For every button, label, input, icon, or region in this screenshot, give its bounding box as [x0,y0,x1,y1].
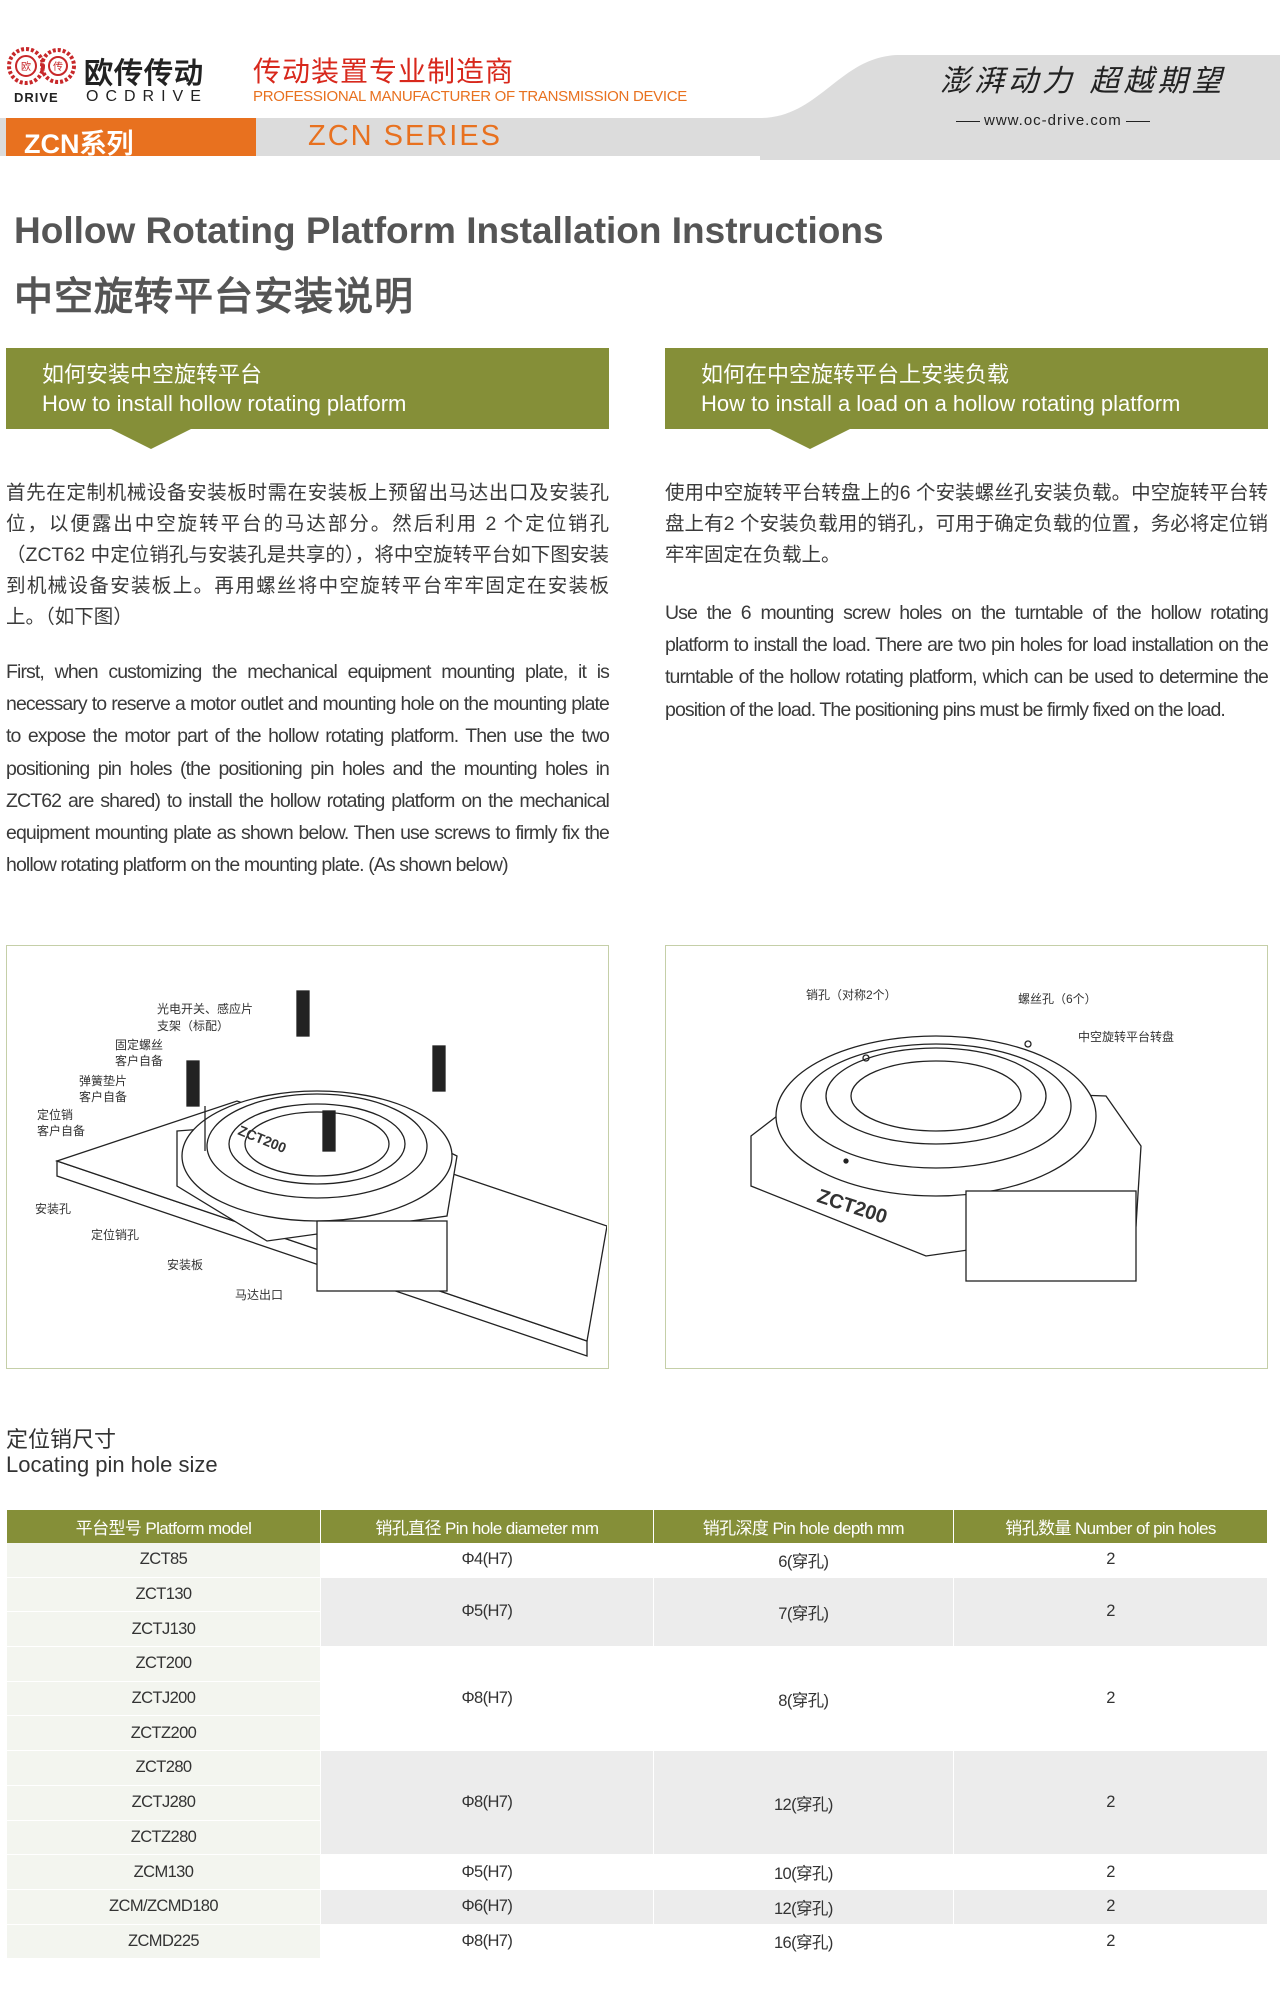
install-platform-text-cn: 首先在定制机械设备安装板时需在安装板上预留出马达出口及安装孔位，以便露出中空旋转… [6,482,609,628]
label-mount-hole: 安装孔 [35,1202,72,1216]
model-cell: ZCT85 [7,1543,320,1578]
model-cell: ZCTJ280 [7,1785,320,1821]
label-plate: 安装板 [167,1258,204,1272]
install-load-text-en: Use the 6 mounting screw holes on the tu… [665,602,1269,721]
table-row: ZCTZ200 [7,1716,1267,1752]
label-pin-note: 客户自备 [37,1124,86,1138]
logo-gears-icon: 欧 传 [7,47,76,85]
logo-badge-left: 欧 [21,61,31,73]
series-title-en: ZCN SERIES [308,120,503,152]
series-tab-cn: ZCN系列 [6,118,256,159]
logo-text-ocdrive: OCDRIVE [86,88,208,105]
page-title-cn: 中空旋转平台安装说明 [14,276,415,319]
header-depth: 销孔深度 Pin hole depth mm [653,1510,954,1543]
count-cell: 2 [954,1855,1267,1890]
slogan: 澎湃动力 超越期望 [940,64,1226,99]
table-row: ZCT85 Φ4(H7)6(穿孔)2 [7,1543,1267,1578]
heading-cn: 如何在中空旋转平台上安装负载 [701,362,1010,387]
label-washer-note: 客户自备 [79,1090,128,1104]
depth-cell: 16(穿孔) [653,1924,954,1960]
diameter-cell: Φ5(H7) [321,1577,653,1648]
tagline-en: PROFESSIONAL MANUFACTURER OF TRANSMISSIO… [253,88,687,105]
count-cell: 2 [954,1751,1267,1856]
count-cell: 2 [954,1889,1267,1925]
pin-hole-size-table: 平台型号 Platform model 销孔直径 Pin hole diamet… [6,1510,1268,1960]
table-header-row: 平台型号 Platform model 销孔直径 Pin hole diamet… [7,1510,1267,1543]
header-count: 销孔数量 Number of pin holes [954,1510,1267,1543]
diameter-cell: Φ4(H7) [321,1543,653,1578]
model-cell: ZCTZ200 [7,1716,320,1752]
page-title-en: Hollow Rotating Platform Installation In… [14,210,884,251]
depth-cell: 12(穿孔) [653,1889,954,1925]
model-cell: ZCTJ130 [7,1612,320,1648]
table-title-en: Locating pin hole size [6,1452,218,1477]
depth-cell: 12(穿孔) [653,1751,954,1856]
table-row: ZCT130 Φ5(H7)7(穿孔)2 [7,1577,1267,1648]
tagline-cn: 传动装置专业制造商 [253,56,515,87]
heading-en: How to install a load on a hollow rotati… [701,391,1181,416]
model-cell: ZCM130 [7,1855,320,1890]
count-cell: 2 [954,1924,1267,1960]
count-cell: 2 [954,1647,1267,1752]
model-cell: ZCTJ200 [7,1681,320,1717]
logo-text-drive: DRIVE [14,90,59,105]
install-platform-text-en: First, when customizing the mechanical e… [6,661,610,877]
label-turntable: 中空旋转平台转盘 [1078,1030,1175,1044]
count-cell: 2 [954,1543,1267,1578]
diameter-cell: Φ8(H7) [321,1647,653,1752]
label-screw-note: 客户自备 [115,1054,164,1068]
table-row: ZCM/ZCMD180 Φ6(H7)12(穿孔)2 [7,1889,1267,1925]
model-cell: ZCT130 [7,1577,320,1613]
label-pin: 定位销 [37,1108,74,1122]
header-swoosh [760,55,1280,160]
depth-cell: 6(穿孔) [653,1543,954,1578]
count-cell: 2 [954,1577,1267,1648]
table-title-cn: 定位销尺寸 [6,1427,117,1452]
model-cell: ZCM/ZCMD180 [7,1889,320,1925]
platform-on-plate-drawing [54,990,607,1357]
label-pin-hole: 定位销孔 [91,1228,140,1242]
header-diameter: 销孔直径 Pin hole diameter mm [321,1510,653,1543]
table-row: ZCTZ280 [7,1820,1267,1856]
table-row: ZCM130 Φ5(H7)10(穿孔)2 [7,1855,1267,1890]
table-row: ZCTJ280 [7,1785,1267,1821]
label-screw: 固定螺丝 [115,1038,164,1052]
install-load-text-cn: 使用中空旋转平台转盘上的6 个安装螺丝孔安装负载。中空旋转平台转盘上有2 个安装… [665,482,1268,566]
heading-cn: 如何安装中空旋转平台 [42,362,263,387]
load-mounting-diagram: ZCT200 销孔（对称2个） 螺丝孔（6个） 中空旋转平台转盘 [665,945,1268,1369]
diameter-cell: Φ8(H7) [321,1924,653,1960]
website-url[interactable]: www.oc-drive.com [952,112,1154,129]
label-sensor: 光电开关、感应片 [157,1002,254,1016]
table-row: ZCTJ130 [7,1612,1267,1648]
diameter-cell: Φ8(H7) [321,1751,653,1856]
section-heading-install-load: 如何在中空旋转平台上安装负载 How to install a load on … [665,348,1268,449]
platform-mounting-diagram: ZCT200 光电开关、感应片 支架（标配） 固定螺丝 客户自备 弹簧垫片 客户… [6,945,609,1369]
diameter-cell: Φ6(H7) [321,1889,653,1925]
label-washer: 弹簧垫片 [79,1074,128,1088]
table-row: ZCTJ200 [7,1681,1267,1717]
diameter-cell: Φ5(H7) [321,1855,653,1890]
model-cell: ZCT280 [7,1751,320,1786]
model-cell: ZCT200 [7,1647,320,1682]
label-screw-holes: 螺丝孔（6个） [1018,992,1097,1006]
model-cell: ZCTZ280 [7,1820,320,1856]
logo-badge-right: 传 [53,61,63,73]
depth-cell: 8(穿孔) [653,1647,954,1752]
model-cell: ZCMD225 [7,1924,320,1960]
table-row: ZCMD225 Φ8(H7)16(穿孔)2 [7,1924,1267,1960]
platform-turntable-drawing [750,1035,1142,1282]
table-row: ZCT200 Φ8(H7)8(穿孔)2 [7,1647,1267,1752]
header-model: 平台型号 Platform model [7,1510,320,1543]
label-sensor-bracket: 支架（标配） [157,1019,230,1033]
heading-en: How to install hollow rotating platform [42,391,407,416]
table-row: ZCT280 Φ8(H7)12(穿孔)2 [7,1751,1267,1856]
depth-cell: 10(穿孔) [653,1855,954,1890]
section-heading-install-platform: 如何安装中空旋转平台 How to install hollow rotatin… [6,348,609,449]
label-motor-outlet: 马达出口 [235,1288,284,1302]
label-pin-holes: 销孔（对称2个） [806,988,897,1002]
depth-cell: 7(穿孔) [653,1577,954,1648]
logo-text-cn: 欧传传动 [84,58,205,90]
